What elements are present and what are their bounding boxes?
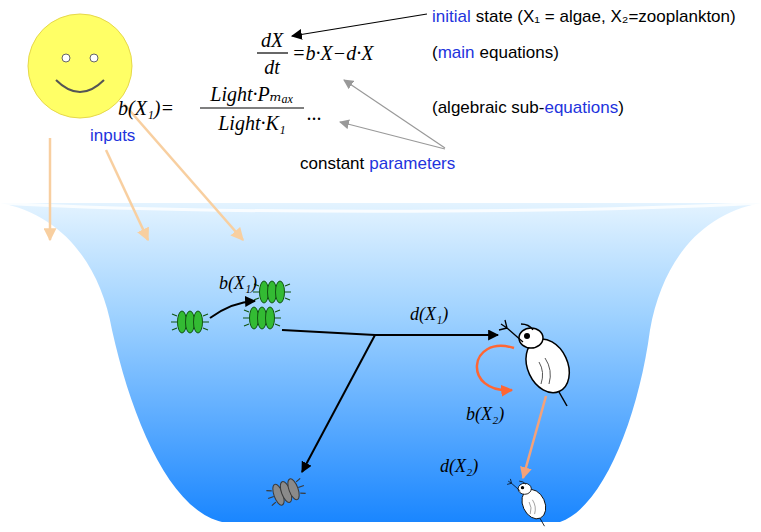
mortality-arrow (302, 335, 375, 472)
pointer-arrow (340, 122, 445, 149)
equation-numerator: dX (261, 29, 283, 52)
loss-line (282, 330, 375, 335)
flux-label: d(X₁) (410, 304, 448, 325)
lake-water (0, 203, 761, 522)
equation-denominator: Light·K₁ (218, 112, 286, 135)
fraction-bar (200, 107, 304, 108)
flux-label: b(X₁) (219, 273, 257, 294)
equation-denominator: dt (264, 56, 280, 79)
input-arrow (49, 138, 52, 240)
sun-eye (62, 54, 70, 62)
keyword-label: parameters (369, 154, 455, 174)
sun-smile (56, 80, 104, 92)
state-label: state (X₁ = algae, X₂=zooplankton) (476, 7, 736, 27)
equation-term: =b·X−d·X (292, 42, 373, 65)
note-label: ) (618, 98, 624, 118)
keyword-label: inputs (90, 126, 135, 146)
keyword-label: initial (432, 7, 471, 27)
equation-numerator: Light·Pₘₐₓ (210, 83, 293, 106)
equation-term: ... (307, 102, 322, 125)
water-surface (0, 203, 761, 211)
input-arrow (106, 150, 148, 240)
alga (253, 281, 291, 303)
loss-arrow (523, 396, 546, 478)
growth-arrow (210, 301, 255, 318)
equation-term: b(X₁)= (118, 97, 174, 120)
zooplankton (499, 320, 578, 406)
alga (243, 307, 281, 329)
keyword-label: main (438, 43, 475, 63)
keyword-label: equations (544, 98, 618, 118)
growth-loop (477, 346, 514, 390)
sun (28, 14, 132, 118)
pointer-arrow (292, 14, 427, 36)
note-label: ( (432, 43, 438, 63)
dead-zooplankton (507, 479, 550, 526)
alga (171, 311, 209, 333)
flux-label: d(X₂) (440, 456, 478, 477)
fraction-bar (257, 52, 288, 53)
note-label: constant (300, 154, 364, 174)
grazing-arrow (375, 334, 498, 336)
flux-label: b(X₂) (466, 404, 504, 425)
dead-alga (264, 475, 307, 509)
note-label: equations) (480, 43, 559, 63)
pointer-arrow (344, 80, 445, 148)
sun-eye (90, 54, 98, 62)
note-label: (algebraic sub- (432, 98, 544, 118)
